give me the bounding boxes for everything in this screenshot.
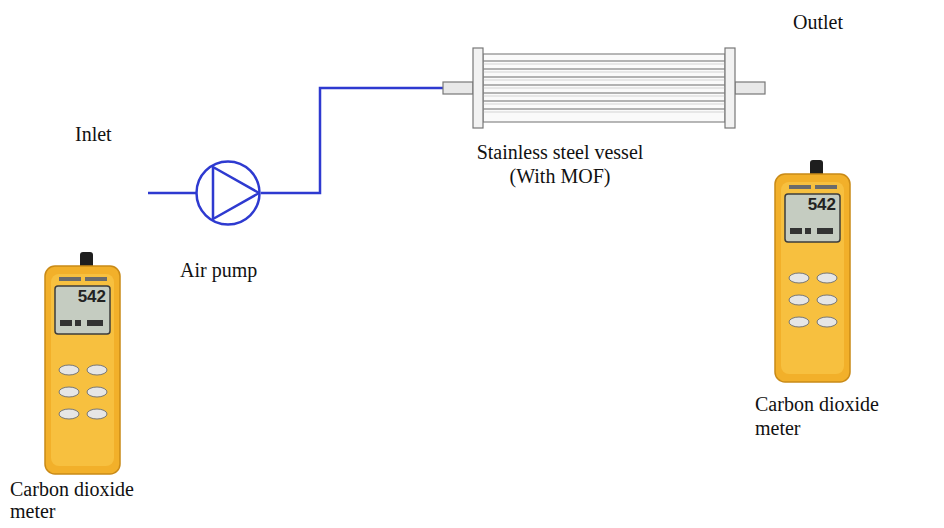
stainless-steel-vessel: Stainless steel vessel (With MOF): [443, 48, 765, 128]
meter-button: [59, 409, 79, 419]
meter-label: Carbon dioxide meter: [755, 392, 905, 440]
meter-face: [51, 274, 114, 466]
outlet-label: Outlet: [793, 10, 883, 34]
meter-button: [87, 409, 107, 419]
vessel-tube: [483, 92, 725, 93]
meter-body: [775, 174, 850, 382]
vessel-tube: [483, 100, 725, 101]
co2-meter: [45, 252, 120, 474]
meter-button: [59, 387, 79, 397]
vessel-stub: [443, 82, 473, 94]
meter-brand: [59, 277, 81, 281]
air-pump-outline: [195, 160, 261, 226]
vessel-tube: [483, 76, 725, 77]
meter-brand: [85, 277, 107, 281]
meter-body: [45, 266, 120, 474]
meter-reading: 542: [58, 288, 106, 306]
meter-button: [817, 295, 837, 305]
vessel-tube-shade: [483, 96, 725, 97]
meter-screen: [785, 194, 840, 242]
pump-triangle: [213, 167, 259, 219]
vessel-tube-shade: [483, 112, 725, 113]
meter-reading: 542: [788, 196, 836, 214]
meter-button: [87, 387, 107, 397]
vessel-tube-shade: [483, 104, 725, 105]
vessel-tube-shade: [483, 80, 725, 81]
meter-button: [59, 365, 79, 375]
meter-button: [817, 273, 837, 283]
pump-circle: [197, 162, 260, 225]
vessel-body: [483, 54, 725, 122]
pipe-connector: [261, 88, 443, 193]
inlet-pipe: [148, 192, 197, 195]
stainless-steel-vessel-outline: [443, 48, 765, 128]
meter-button: [789, 317, 809, 327]
vessel-tube: [483, 60, 725, 61]
meter-button: [789, 273, 809, 283]
screen-segment: [87, 320, 103, 326]
pump-label: Air pump: [180, 258, 310, 282]
co2-meter: [775, 160, 850, 382]
vessel-tube-shade: [483, 88, 725, 89]
air-pump: Air pump: [195, 160, 261, 226]
vessel-tube: [483, 108, 725, 109]
meter-button: [817, 317, 837, 327]
meter-screen: [55, 286, 110, 334]
meter-face: [781, 182, 844, 374]
vessel-stub: [735, 82, 765, 94]
meter-brand: [789, 185, 811, 189]
meter-brand: [815, 185, 837, 189]
screen-segment: [60, 320, 72, 326]
vessel-label: Stainless steel vessel (With MOF): [460, 140, 660, 188]
screen-segment: [790, 228, 802, 234]
vessel-flange: [725, 48, 735, 128]
vessel-tube-shade: [483, 72, 725, 73]
inlet-label: Inlet: [75, 122, 155, 146]
screen-segment: [817, 228, 833, 234]
meter-button: [87, 365, 107, 375]
meter-button: [789, 295, 809, 305]
screen-segment: [75, 320, 81, 326]
screen-segment: [805, 228, 811, 234]
vessel-tube: [483, 84, 725, 85]
vessel-flange: [473, 48, 483, 128]
meter-label: Carbon dioxide meter: [10, 478, 160, 522]
vessel-tube: [483, 68, 725, 69]
vessel-tube-shade: [483, 64, 725, 65]
